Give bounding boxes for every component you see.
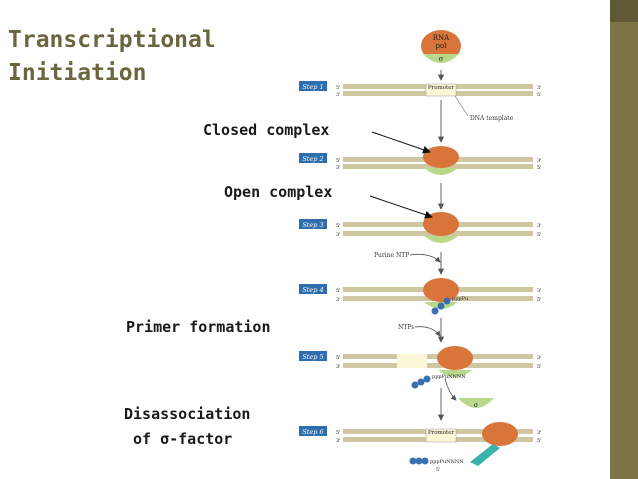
primer-phosphate [431, 307, 439, 315]
strand-5-right: 5' [537, 297, 542, 303]
strand-5-right: 5' [537, 438, 542, 444]
primer-formation-label: Primer formation [126, 318, 271, 336]
strand-3-right: 3' [537, 430, 542, 436]
nascent-rna [470, 444, 500, 466]
strand-3-left: 3' [336, 297, 341, 303]
open-complex-label: Open complex [224, 183, 333, 201]
step-6-row: Step 6 Promoter pppPuNNNN 5' 5' 3' 3' 5' [299, 422, 542, 473]
sigma-open [424, 236, 458, 243]
strand-3-right: 3' [537, 223, 542, 229]
strand-3-left: 3' [336, 438, 341, 444]
strand-5-left: 5' [336, 430, 341, 436]
strand-5-right: 5' [537, 232, 542, 238]
sigma-step5 [438, 370, 472, 377]
sigma-release-arrow [444, 377, 457, 401]
primer-step6-text: pppPuNNNN [430, 459, 464, 465]
rna-pol-text-1: RNA [433, 34, 450, 42]
released-sigma [458, 398, 494, 408]
step-2-tag-text: Step 2 [302, 155, 323, 163]
rna-polymerase-holoenzyme: RNA pol σ [421, 30, 461, 63]
strand-5-left: 5' [336, 223, 341, 229]
strand-5-left: 5' [336, 288, 341, 294]
disassociation-label-line2: of σ-factor [133, 430, 233, 448]
strand-3-left: 3' [336, 364, 341, 370]
strand-5-left: 5' [336, 158, 341, 164]
strand-3-right: 3' [537, 355, 542, 361]
strand-5-left: 5' [336, 355, 341, 361]
step-5-tag-text: Step 5 [302, 353, 323, 361]
step-1-row: Step 1 Promoter 5' 3' 3' 5' DNA template [299, 81, 542, 122]
strand-3-left: 3' [336, 92, 341, 98]
primer-phosphate [437, 302, 445, 310]
strand-3-left: 3' [336, 232, 341, 238]
closed-complex-label: Closed complex [203, 121, 330, 139]
strand-5-right: 5' [537, 364, 542, 370]
step-3-tag-text: Step 3 [302, 221, 323, 229]
primer-phosphate [421, 457, 429, 465]
primer-phosphate [417, 378, 425, 386]
promoter-region [397, 354, 427, 368]
step-2-row: Step 2 5' 3' 3' 5' [299, 146, 542, 175]
sigma-text: σ [439, 55, 444, 63]
step-3-tag [299, 219, 327, 229]
purine-ntp-arrow [409, 253, 441, 263]
step-6-tag-text: Step 6 [302, 428, 323, 436]
slide-band-tab [610, 0, 638, 22]
released-sigma-text: σ [474, 402, 478, 409]
slide-side-band [610, 0, 638, 479]
polymerase-step4 [423, 278, 459, 302]
step-5-tag [299, 351, 327, 361]
primer-phosphate [415, 457, 423, 465]
step-6-tag [299, 426, 327, 436]
strand-5-right: 5' [537, 165, 542, 171]
slide-title: Transcriptional Initiation [8, 24, 216, 90]
title-line-1: Transcriptional [8, 27, 216, 53]
strand-3-left: 3' [336, 165, 341, 171]
strand-3-right: 3' [537, 288, 542, 294]
promoter-box [425, 83, 457, 97]
strand-5-left: 5' [336, 85, 341, 91]
primer-phosphate [443, 297, 451, 305]
step-4-tag-text: Step 4 [302, 286, 323, 294]
polymerase-closed [423, 146, 459, 168]
step-3-row: Step 3 5' 3' 3' 5' Purine NTP [299, 212, 542, 263]
strand-3-right: 3' [537, 85, 542, 91]
strand-3-right: 3' [537, 158, 542, 164]
primer-phosphate [409, 457, 417, 465]
primer-step5-text: pppPuNNNN [432, 374, 466, 380]
strand-5-right: 5' [537, 92, 542, 98]
step-5-row: Step 5 pppPuNNNN 5' 3' 3' 5' σ [299, 346, 542, 409]
step-1-tag [299, 81, 327, 91]
dna-bottom-strand [343, 363, 533, 368]
ntps-label: NTPs [398, 324, 414, 331]
step-4-row: Step 4 pppPu 5' 3' 3' 5' NTPs [299, 278, 542, 337]
ntps-arrow [414, 326, 441, 337]
primer-phosphate [411, 381, 419, 389]
closed-complex-arrow [371, 131, 431, 154]
rna-pol-text-2: pol [436, 42, 448, 50]
sigma-closed [424, 168, 458, 175]
polymerase-elongating [482, 422, 518, 446]
primer-5prime-text: 5' [436, 467, 441, 473]
step-1-tag-text: Step 1 [302, 83, 323, 91]
promoter-text: Promoter [428, 85, 455, 91]
promoter-box [425, 428, 457, 443]
promoter-text: Promoter [428, 430, 455, 436]
sigma-subunit [423, 54, 459, 63]
primer-phosphate [423, 375, 431, 383]
step-2-tag [299, 153, 327, 163]
purine-ntp-label: Purine NTP [374, 252, 409, 259]
open-complex-arrow [369, 195, 433, 219]
polymerase-step5 [437, 346, 473, 370]
dna-template-label: DNA template [470, 115, 514, 122]
step-4-tag [299, 284, 327, 294]
primer-step4-text: pppPu [452, 296, 469, 302]
disassociation-label-line1: Disassociation [124, 405, 251, 423]
title-line-2: Initiation [8, 60, 147, 86]
dna-template-pointer [454, 95, 469, 117]
